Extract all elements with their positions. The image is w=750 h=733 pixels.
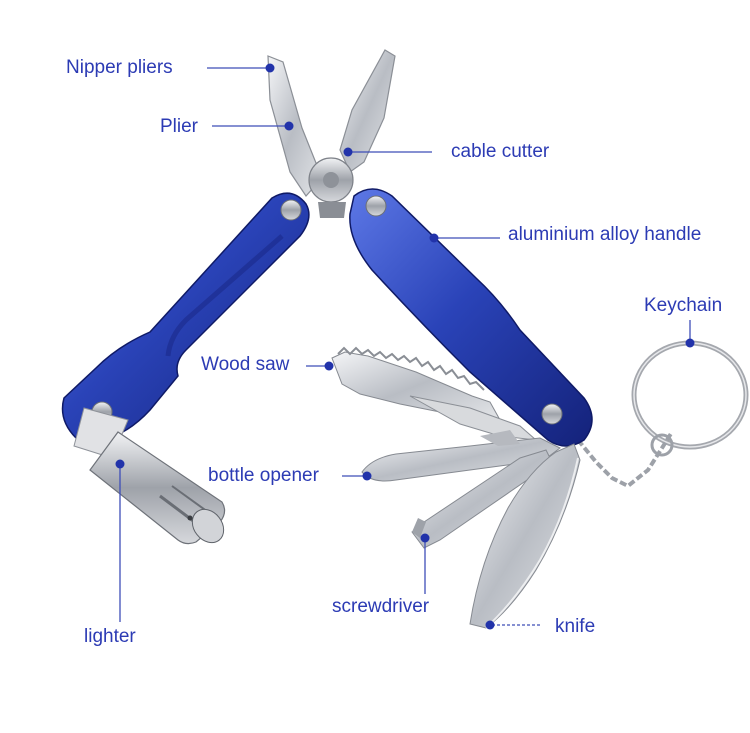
knife-blade <box>469 443 581 629</box>
wood-saw-blade <box>331 346 501 421</box>
label-screwdriver: screwdriver <box>332 596 430 617</box>
label-wood-saw: Wood saw <box>201 354 290 375</box>
label-cable-cutter: cable cutter <box>451 141 550 162</box>
label-keychain: Keychain <box>644 295 723 316</box>
label-knife: knife <box>555 616 596 637</box>
right-handle <box>349 188 593 447</box>
label-bottle-opener: bottle opener <box>208 465 319 486</box>
label-plier: Plier <box>160 116 199 137</box>
plier-jaws <box>267 49 396 218</box>
label-nipper-pliers: Nipper pliers <box>66 57 173 78</box>
lighter-body <box>73 407 226 545</box>
leader-lines <box>115 63 695 630</box>
label-aluminium-alloy-handle: aluminium alloy handle <box>508 224 702 245</box>
bottle-opener-blade <box>361 430 561 482</box>
keychain-ring <box>576 340 749 489</box>
label-lighter: lighter <box>84 626 136 647</box>
left-handle <box>61 192 310 441</box>
